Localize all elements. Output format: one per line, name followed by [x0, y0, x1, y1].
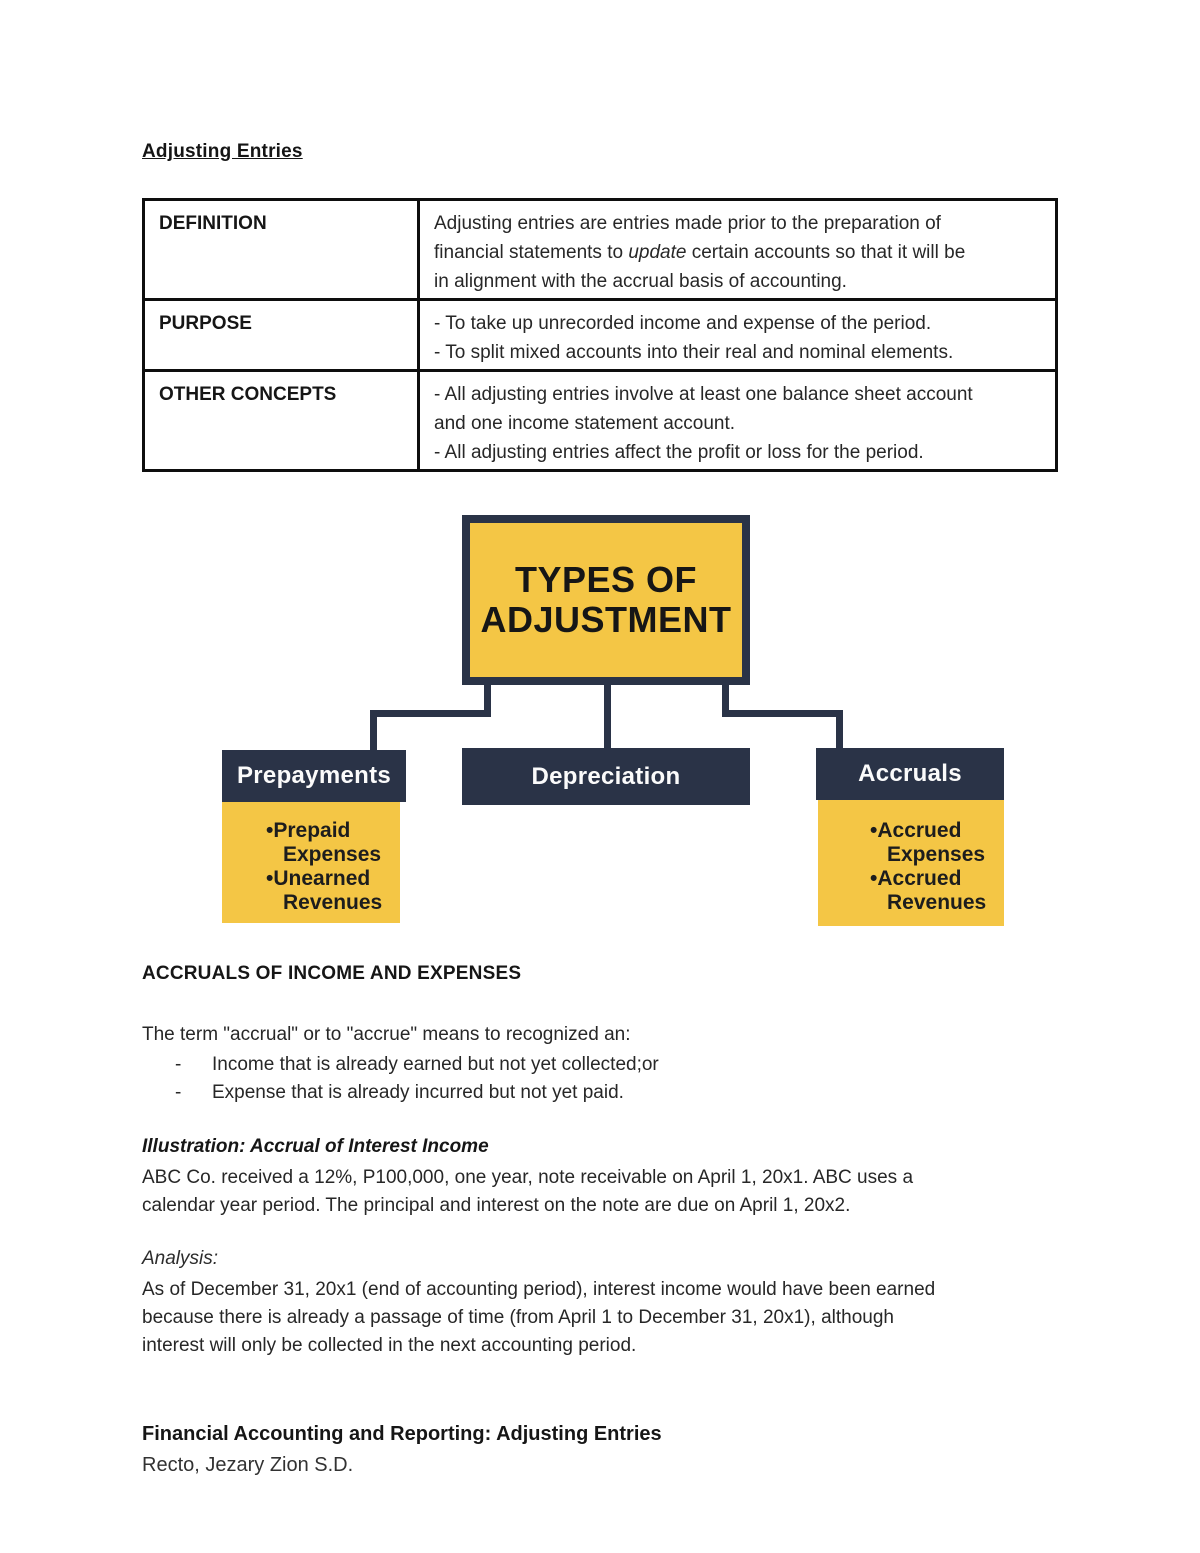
definition-line-1: Adjusting entries are entries made prior… — [434, 213, 941, 234]
concepts-table: DEFINITION Adjusting entries are entries… — [142, 198, 1058, 472]
analysis-line-3: interest will only be collected in the n… — [142, 1335, 637, 1356]
definition-line-2-pre: financial statements to — [434, 242, 629, 263]
table-row-other-concepts: OTHER CONCEPTS - All adjusting entries i… — [145, 369, 1055, 469]
other-concepts-line-1: - All adjusting entries involve at least… — [434, 384, 973, 405]
accruals-bullet-1-text: Income that is already earned but not ye… — [212, 1054, 659, 1075]
list-item: Prepaid Expenses — [266, 819, 394, 867]
illustration-line-1: ABC Co. received a 12%, P100,000, one ye… — [142, 1167, 914, 1188]
branch-box-prepayments: Prepayments — [222, 750, 406, 802]
connector-center — [604, 683, 611, 750]
accruals-items-box: Accrued Expenses Accrued Revenues — [818, 800, 1004, 926]
branch-box-depreciation: Depreciation — [462, 748, 750, 805]
definition-line-3: in alignment with the accrual basis of a… — [434, 271, 847, 292]
accruals-bullet-2: - Expense that is already incurred but n… — [142, 1079, 624, 1107]
connector-left-stem — [484, 683, 491, 717]
prepayments-item-list: Prepaid Expenses Unearned Revenues — [266, 819, 394, 915]
table-row-definition: DEFINITION Adjusting entries are entries… — [145, 201, 1055, 298]
section-heading-accruals: ACCRUALS OF INCOME AND EXPENSES — [142, 963, 522, 984]
connector-right-horizontal — [722, 710, 843, 717]
analysis-heading: Analysis: — [142, 1248, 219, 1269]
illustration-line-2: calendar year period. The principal and … — [142, 1195, 851, 1216]
analysis-line-2: because there is already a passage of ti… — [142, 1307, 894, 1328]
branch-box-accruals: Accruals — [816, 748, 1004, 800]
other-concepts-line-3: - All adjusting entries affect the profi… — [434, 442, 924, 463]
illustration-heading: Illustration: Accrual of Interest Income — [142, 1136, 489, 1157]
row-content-purpose: - To take up unrecorded income and expen… — [420, 301, 1055, 369]
row-label-definition: DEFINITION — [145, 201, 420, 298]
accruals-bullet-1: - Income that is already earned but not … — [142, 1051, 659, 1079]
dash-marker: - — [175, 1054, 182, 1075]
list-item: Unearned Revenues — [266, 867, 394, 915]
footer-author: Recto, Jezary Zion S.D. — [142, 1454, 354, 1476]
branch-label-accruals: Accruals — [858, 760, 962, 787]
table-row-purpose: PURPOSE - To take up unrecorded income a… — [145, 298, 1055, 369]
analysis-line-1: As of December 31, 20x1 (end of accounti… — [142, 1279, 936, 1300]
purpose-line-1: - To take up unrecorded income and expen… — [434, 313, 932, 334]
definition-line-2: financial statements to update certain a… — [434, 238, 1041, 267]
diagram-title-line-2: ADJUSTMENT — [480, 599, 732, 640]
accruals-intro: The term "accrual" or to "accrue" means … — [142, 1024, 631, 1045]
purpose-line-2: - To split mixed accounts into their rea… — [434, 342, 954, 363]
footer-course-title: Financial Accounting and Reporting: Adju… — [142, 1423, 662, 1445]
types-of-adjustment-diagram: TYPES OF ADJUSTMENT Prepayments Deprecia… — [0, 0, 1200, 960]
list-item: Accrued Revenues — [870, 867, 998, 915]
dash-marker: - — [175, 1082, 182, 1103]
branch-label-prepayments: Prepayments — [236, 762, 392, 789]
list-item: Accrued Expenses — [870, 819, 998, 867]
row-content-definition: Adjusting entries are entries made prior… — [420, 201, 1055, 298]
connector-right-stem — [722, 683, 729, 717]
branch-label-depreciation: Depreciation — [531, 762, 681, 790]
prepayments-items-box: Prepaid Expenses Unearned Revenues — [222, 802, 400, 923]
accruals-bullet-2-text: Expense that is already incurred but not… — [212, 1082, 624, 1103]
diagram-root-box: TYPES OF ADJUSTMENT — [462, 515, 750, 685]
accruals-item-list: Accrued Expenses Accrued Revenues — [870, 819, 998, 915]
row-content-other-concepts: - All adjusting entries involve at least… — [420, 372, 1055, 469]
definition-line-2-post: certain accounts so that it will be — [686, 242, 966, 263]
definition-line-2-italic: update — [628, 242, 687, 263]
diagram-title-line-1: TYPES OF — [514, 559, 698, 600]
page-title: Adjusting Entries — [142, 141, 303, 162]
other-concepts-line-2: and one income statement account. — [434, 413, 736, 434]
row-label-other-concepts: OTHER CONCEPTS — [145, 372, 420, 469]
connector-left-horizontal — [370, 710, 491, 717]
row-label-purpose: PURPOSE — [145, 301, 420, 369]
connector-right-drop — [836, 710, 843, 752]
connector-left-drop — [370, 710, 377, 752]
